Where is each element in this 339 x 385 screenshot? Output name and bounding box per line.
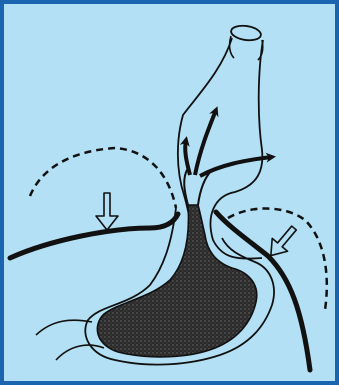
diagram-canvas [0,0,339,385]
diagram-figure [0,0,339,385]
